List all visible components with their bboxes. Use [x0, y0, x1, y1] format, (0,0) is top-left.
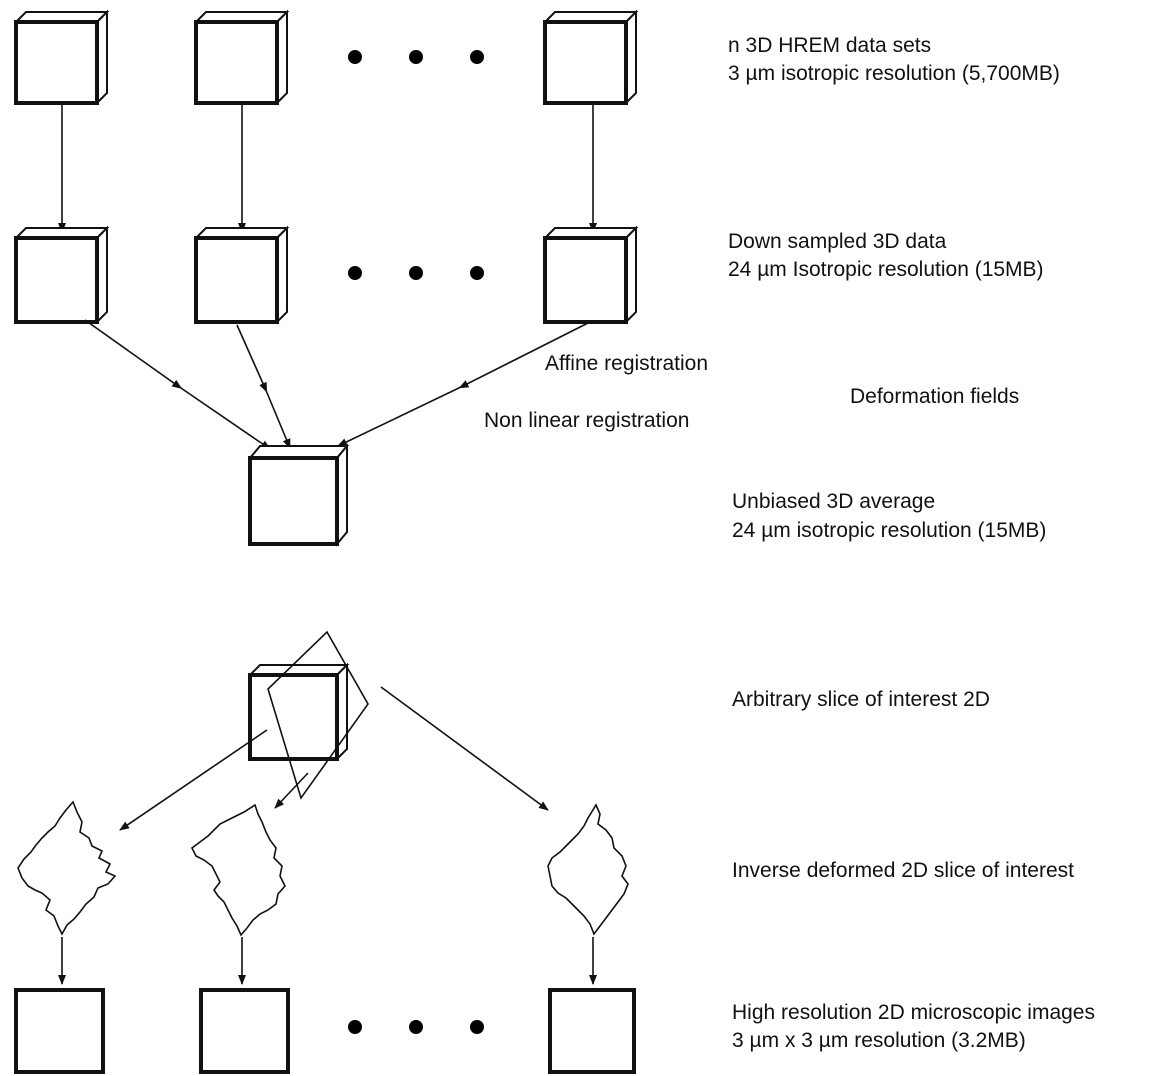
highres-label-line2: 3 µm x 3 µm resolution (3.2MB): [732, 1029, 1026, 1052]
highres-label-line1: High resolution 2D microscopic images: [732, 1001, 1095, 1024]
ellipsis-dots-row3: [348, 1020, 484, 1034]
affine-registration-label: Affine registration: [545, 352, 709, 375]
deformed-slice-n: [547, 803, 629, 936]
downsampled-cube-n: [542, 225, 639, 325]
hrem-label-line2: 3 µm isotropic resolution (5,700MB): [728, 62, 1060, 85]
highres-image-1: [14, 988, 105, 1074]
slice-cube: [247, 662, 350, 762]
inverse-arrow-1: [119, 729, 268, 831]
hrem-cube-n: [542, 9, 639, 106]
hrem-cube-2: [193, 9, 290, 106]
deformed-slice-2: [190, 803, 286, 937]
registration-arrow-n: [337, 321, 591, 447]
slice-label: Arbitrary slice of interest 2D: [732, 688, 990, 711]
downsampled-label-line2: 24 µm Isotropic resolution (15MB): [728, 258, 1044, 281]
nonlinear-registration-label: Non linear registration: [484, 409, 690, 432]
registration-arrow-1: [84, 319, 271, 450]
inverse-label: Inverse deformed 2D slice of interest: [732, 859, 1074, 882]
average-cube: [247, 443, 350, 547]
hrem-cube-1: [13, 9, 110, 106]
downsampled-label-line1: Down sampled 3D data: [728, 230, 947, 253]
inverse-arrow-n: [380, 686, 549, 811]
average-label-line2: 24 µm isotropic resolution (15MB): [732, 519, 1047, 542]
inverse-arrow-2: [274, 772, 309, 809]
average-label-line1: Unbiased 3D average: [732, 490, 936, 513]
deformation-fields-label: Deformation fields: [850, 385, 1020, 408]
downsampled-cube-2: [193, 225, 290, 325]
downsampled-cube-1: [13, 225, 110, 325]
ellipsis-dots-row1: [348, 50, 484, 64]
highres-image-n: [548, 988, 636, 1074]
deformed-slice-1: [17, 800, 117, 936]
hrem-label-line1: n 3D HREM data sets: [728, 34, 932, 57]
slice-plane: [267, 630, 369, 800]
registration-arrow-2: [236, 324, 291, 449]
ellipsis-dots-row2: [348, 266, 484, 280]
highres-image-2: [199, 988, 290, 1074]
